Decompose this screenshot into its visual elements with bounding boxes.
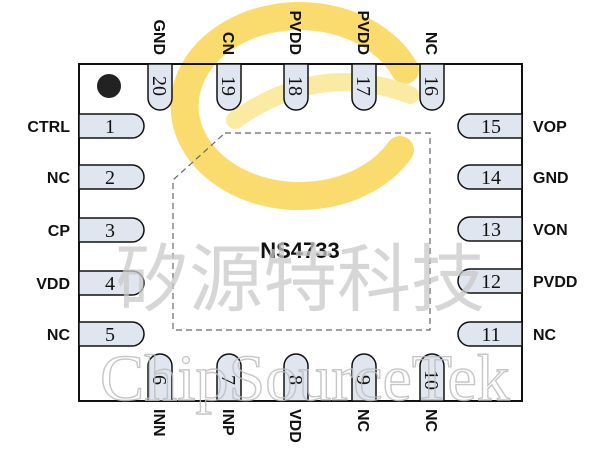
pin-label: VDD (36, 276, 70, 293)
pin-label: NC (422, 409, 439, 433)
pin-number: 9 (352, 375, 374, 385)
pin-pad (457, 164, 523, 190)
pin-number: 10 (420, 370, 442, 390)
pin-pad (78, 164, 145, 190)
pin-number: 13 (481, 219, 501, 241)
pin-label: CTRL (27, 119, 70, 136)
pin-19: 19 CN (216, 32, 242, 111)
pin-pad (283, 353, 309, 402)
pin-15: 15 VOP (457, 113, 567, 139)
pin-pad (147, 63, 173, 111)
pin-number: 6 (148, 375, 170, 385)
pin-number: 5 (105, 324, 115, 346)
pin-label: NC (533, 327, 557, 344)
pin-label: NC (422, 32, 439, 56)
pin-label: CP (48, 223, 71, 240)
pin-pad (216, 353, 242, 402)
pin-label: VON (533, 222, 568, 239)
pin-label: INP (219, 409, 236, 436)
watermark-logo-ring (170, 2, 419, 211)
pin-12: 12 PVDD (457, 268, 577, 294)
pin-label: PVDD (533, 274, 577, 291)
pin-pad (78, 113, 145, 139)
exposed-pad-outline (172, 132, 431, 331)
pin-label: PVDD (354, 11, 371, 55)
pin-2: 2 NC (47, 164, 145, 190)
pin-4: 4 VDD (36, 270, 145, 296)
pin-20: 20 GND (147, 19, 173, 111)
pin-3: 3 CP (48, 217, 145, 243)
watermark-cjk-text: 矽源特科技 (115, 237, 485, 323)
pin-number: 15 (481, 116, 501, 138)
pin-18: 18 PVDD (283, 11, 309, 111)
pin-number: 20 (148, 76, 170, 96)
pin-17: 17 PVDD (351, 11, 377, 111)
pin-pad (457, 321, 523, 347)
pin-pad (216, 63, 242, 111)
pin-number: 4 (105, 273, 115, 295)
pin-pad (283, 63, 309, 111)
pin-label: VOP (533, 119, 567, 136)
pin-label: NC (354, 409, 371, 433)
pin-pad (78, 270, 145, 296)
pin-number: 17 (352, 76, 374, 96)
pin-label: CN (219, 32, 236, 55)
pin-pad (351, 63, 377, 111)
chip-part-number: NS4733 (260, 238, 340, 263)
pin-number: 18 (284, 76, 306, 96)
pin-pad (419, 63, 445, 111)
pin-label: GND (533, 170, 569, 187)
pin-number: 16 (420, 76, 442, 96)
pin-number: 7 (217, 375, 239, 385)
pin-number: 12 (481, 271, 501, 293)
pin-9: 9NC (351, 353, 377, 433)
pin-number: 14 (481, 167, 501, 189)
watermark-logo (170, 2, 419, 211)
watermark-latin-text: ChipSourceTek (100, 342, 510, 415)
pin-number: 1 (105, 116, 115, 138)
pin-number: 19 (217, 76, 239, 96)
watermark-logo-swoosh (226, 73, 419, 129)
pin-16: 16 NC (419, 32, 445, 111)
pin-11: 11 NC (457, 321, 557, 347)
pin-13: 13 VON (457, 216, 568, 242)
pin-label: GND (150, 19, 167, 55)
pin-number: 8 (284, 375, 306, 385)
pin-1: 1 CTRL (27, 113, 145, 139)
pin-pad (457, 268, 523, 294)
pin1-indicator-dot (97, 74, 121, 98)
pin-pad (78, 321, 145, 347)
pin-number: 11 (481, 324, 500, 346)
pin-5: 5 NC (47, 321, 145, 347)
pin-number: 2 (105, 167, 115, 189)
pin-number: 3 (105, 220, 115, 242)
pin-pad (457, 216, 523, 242)
pin-pad (78, 217, 145, 243)
pin-pad (147, 353, 173, 402)
pin-label: PVDD (286, 11, 303, 55)
pin-14: 14 GND (457, 164, 569, 190)
pin-pad (419, 353, 445, 402)
pin-label: NC (47, 327, 71, 344)
pin-label: VDD (286, 409, 303, 443)
pin-pad (457, 113, 523, 139)
pin-label: INN (150, 409, 167, 437)
pin-pad (351, 353, 377, 402)
pin-label: NC (47, 170, 71, 187)
